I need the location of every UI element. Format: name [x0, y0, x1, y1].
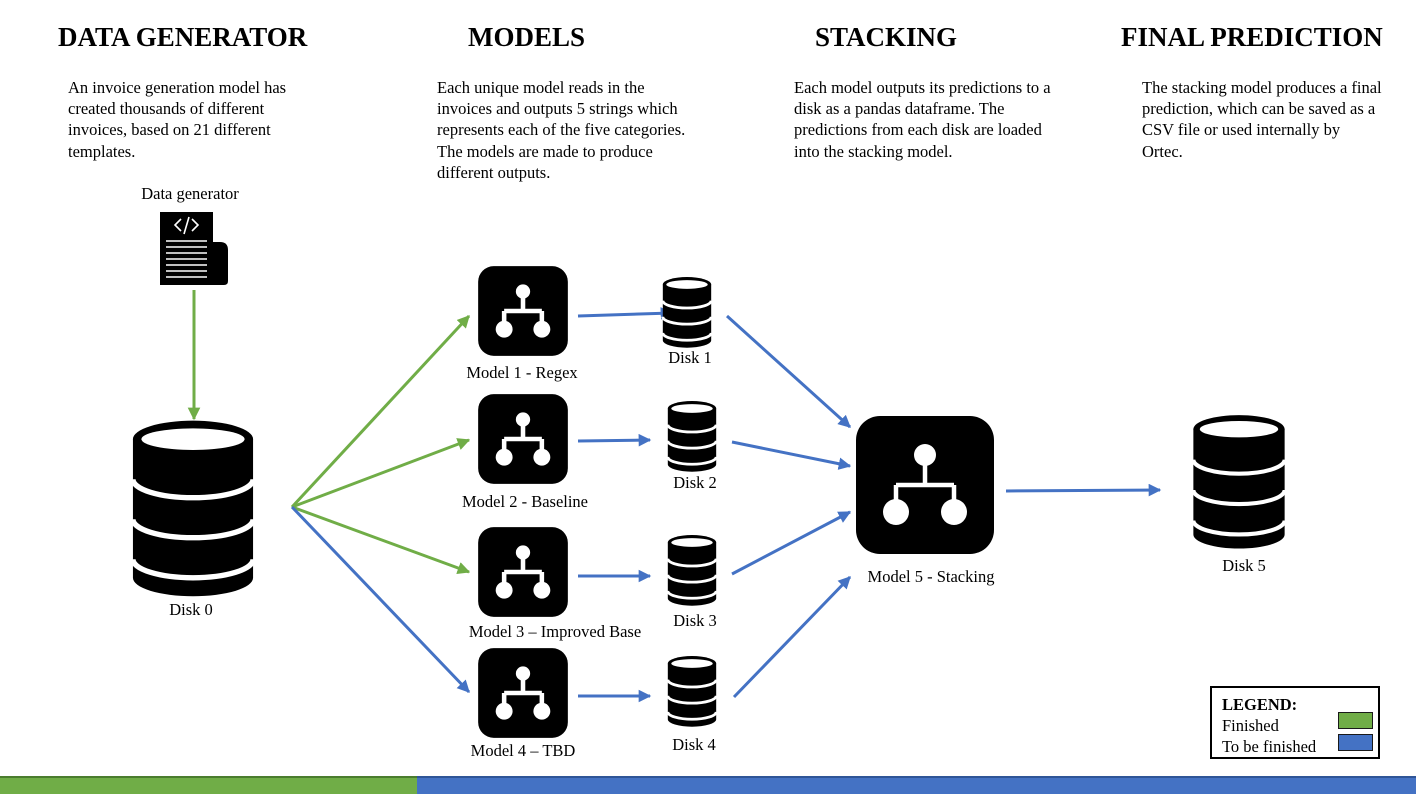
- edge-disk0-model4: [290, 505, 471, 694]
- label-disk2: Disk 2: [673, 473, 717, 492]
- label-disk4: Disk 4: [672, 735, 716, 754]
- progress-bar-to-be-finished: [417, 776, 1416, 794]
- legend-finished-label: Finished: [1222, 716, 1279, 735]
- edge-model2-disk2: [577, 433, 652, 447]
- model3-hierarchy-icon: [478, 527, 568, 617]
- model4-hierarchy-icon: [478, 648, 568, 738]
- model1-hierarchy-icon: [478, 266, 568, 356]
- description-data-generator: An invoice generation model has created …: [68, 78, 287, 161]
- edge-model1-disk1: [577, 307, 674, 320]
- edge-disk0-model2: [291, 438, 471, 509]
- legend-to-be-finished-swatch: [1338, 734, 1373, 751]
- disk2-database-icon: [666, 401, 718, 472]
- edge-model5-disk5: [1005, 483, 1162, 497]
- legend-to-be-finished-label: To be finished: [1222, 737, 1317, 756]
- edge-disk0-model1: [290, 314, 471, 509]
- label-model1: Model 1 - Regex: [466, 363, 578, 382]
- edge-disk1-model5: [725, 314, 852, 429]
- label-model4: Model 4 – TBD: [470, 741, 576, 760]
- description-stacking: Each model outputs its predictions to a …: [794, 78, 1051, 161]
- heading-data-generator: DATA GENERATOR: [58, 22, 308, 52]
- label-model3: Model 3 – Improved Base: [468, 622, 642, 641]
- heading-models: MODELS: [468, 22, 586, 52]
- label-data-generator: Data generator: [141, 184, 239, 203]
- disk3-database-icon: [666, 535, 718, 606]
- model5-hierarchy-icon: [856, 416, 994, 554]
- label-model2: Model 2 - Baseline: [461, 492, 589, 511]
- label-disk1: Disk 1: [668, 348, 712, 367]
- legend: LEGEND: Finished To be finished: [1210, 686, 1380, 759]
- edge-disk3-model5: [731, 510, 852, 576]
- disk0-database-icon: [130, 420, 256, 597]
- heading-stacking: STACKING: [815, 22, 958, 52]
- description-models: Each unique model reads in the invoices …: [437, 78, 686, 182]
- disk4-database-icon: [666, 656, 718, 727]
- disk5-database-icon: [1191, 415, 1287, 549]
- edge-disk2-model5: [731, 440, 852, 470]
- legend-finished-swatch: [1338, 712, 1373, 729]
- disk1-database-icon: [661, 277, 713, 348]
- model2-hierarchy-icon: [478, 394, 568, 484]
- heading-final-prediction: FINAL PREDICTION: [1121, 22, 1383, 52]
- label-disk5: Disk 5: [1222, 556, 1266, 575]
- code-document-icon: [160, 212, 228, 285]
- label-model5: Model 5 - Stacking: [867, 567, 995, 586]
- progress-bar-finished: [0, 776, 417, 794]
- legend-title: LEGEND:: [1222, 695, 1298, 714]
- edge-disk0-model3: [291, 505, 471, 575]
- edge-disk4-model5: [732, 575, 852, 699]
- label-disk0: Disk 0: [169, 600, 213, 619]
- description-final-prediction: The stacking model produces a final pred…: [1142, 78, 1382, 161]
- label-disk3: Disk 3: [673, 611, 717, 630]
